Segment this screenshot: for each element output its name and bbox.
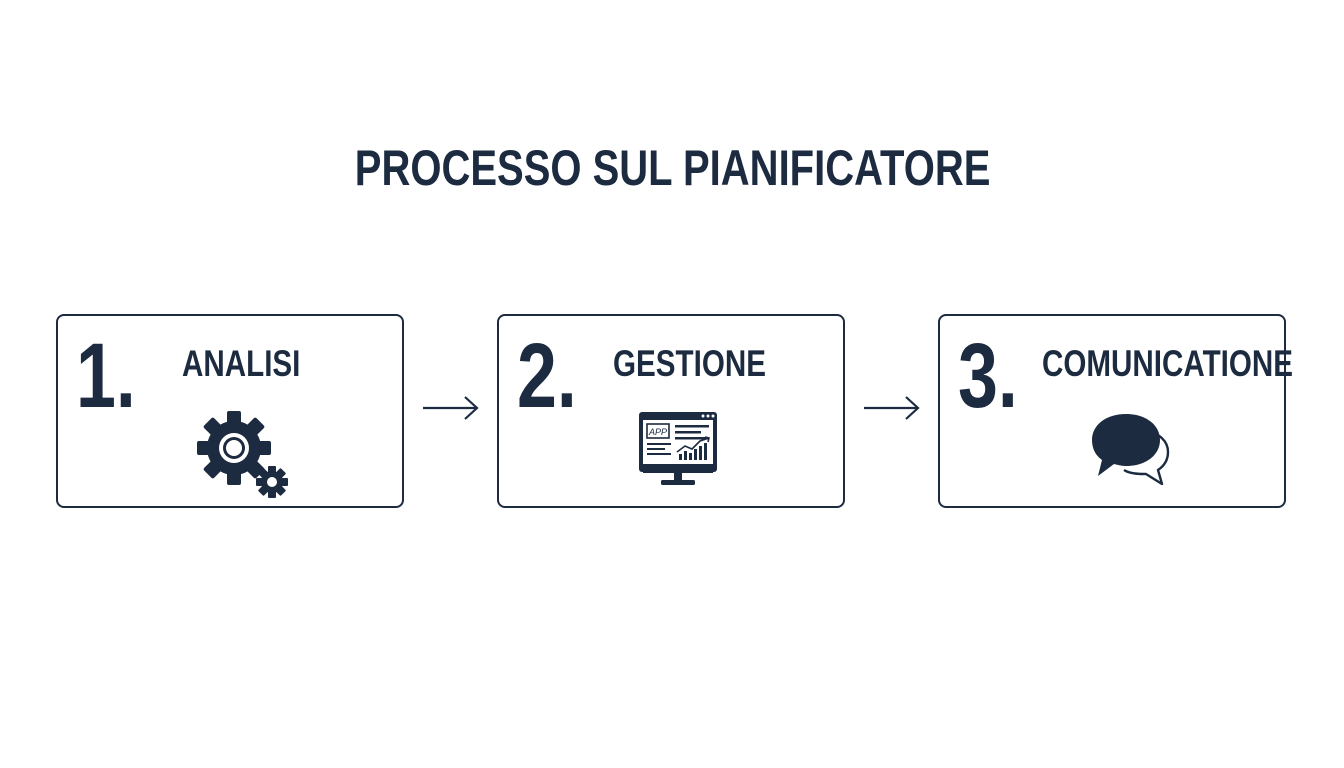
step-number: 1.	[76, 325, 136, 427]
step-label: GESTIONE	[613, 343, 766, 384]
app-label: APP	[648, 427, 667, 437]
arrow-right-icon	[864, 396, 920, 420]
step-number: 3.	[958, 325, 1018, 427]
step-number: 2.	[517, 325, 577, 427]
step-label: ANALISI	[182, 343, 301, 384]
arrow-right-icon	[423, 396, 479, 420]
gears-icon	[197, 411, 288, 498]
step-card-gestione: 2. GESTIONE APP	[497, 314, 845, 508]
monitor-dashboard-icon: APP	[639, 412, 717, 485]
step-card-comunicatione: 3. COMUNICATIONE	[938, 314, 1293, 508]
chat-bubbles-icon	[1092, 414, 1170, 486]
diagram-title: PROCESSO SUL PIANIFICATORE	[354, 140, 991, 196]
step-label: COMUNICATIONE	[1042, 343, 1294, 384]
step-card-analisi: 1. ANALISI	[56, 314, 404, 508]
